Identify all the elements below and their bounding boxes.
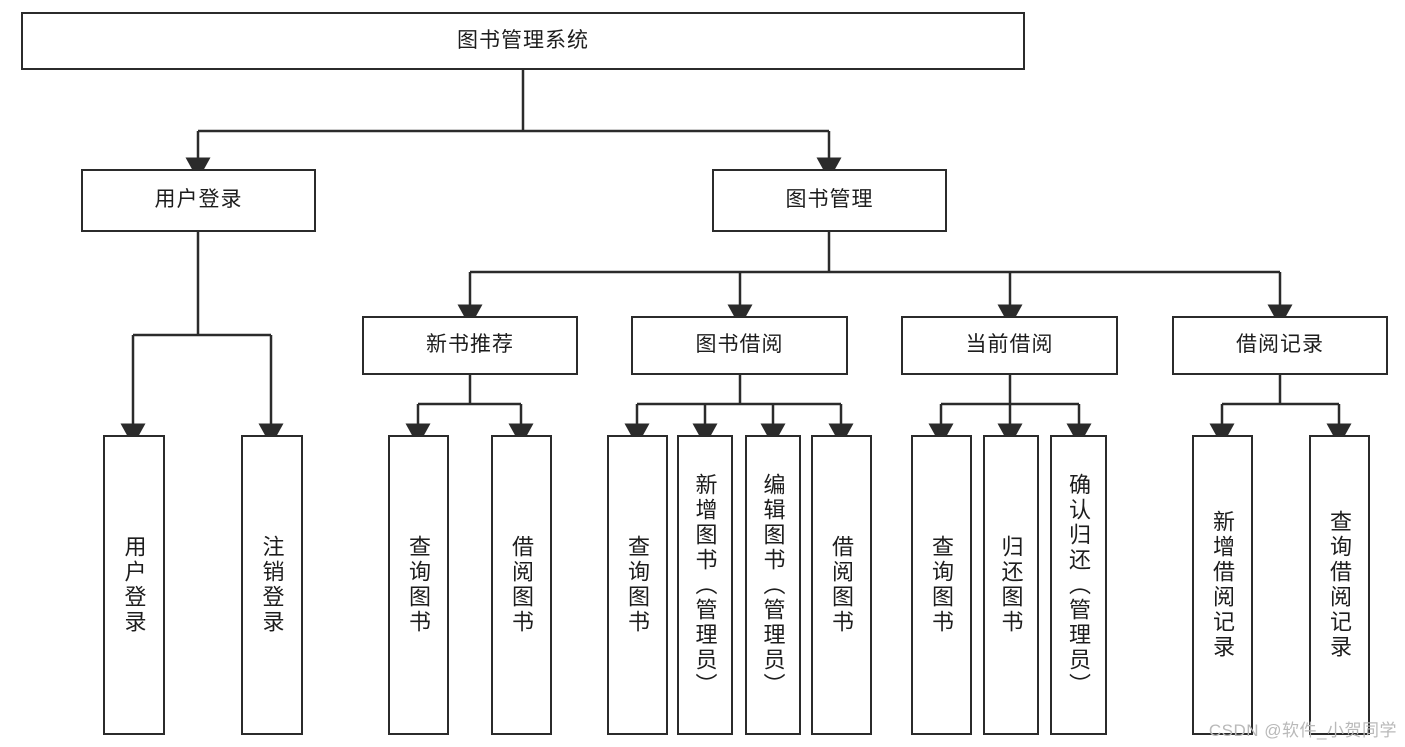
node-borrow-record-label: 借阅记录 — [1236, 333, 1324, 357]
node-book-borrow-label: 图书借阅 — [695, 333, 784, 357]
watermark-text: CSDN @软件_小贺同学 — [1208, 721, 1397, 740]
node-current-borrow-label: 当前借阅 — [965, 333, 1054, 357]
leaf-record-add-record[interactable]: 新增借阅记录 — [1192, 435, 1253, 735]
leaf-borrow-add-book-admin-label: 新增图书（管理员） — [692, 472, 718, 698]
node-borrow-record[interactable]: 借阅记录 — [1172, 316, 1388, 375]
leaf-recommend-borrow-book[interactable]: 借阅图书 — [491, 435, 552, 735]
leaf-borrow-edit-book-admin-label: 编辑图书（管理员） — [760, 472, 786, 698]
leaf-borrow-borrow-book-label: 借阅图书 — [829, 535, 854, 635]
leaf-current-query-book[interactable]: 查询图书 — [911, 435, 972, 735]
node-current-borrow[interactable]: 当前借阅 — [901, 316, 1118, 375]
leaf-recommend-borrow-book-label: 借阅图书 — [509, 535, 534, 635]
node-book-management-label: 图书管理 — [785, 188, 874, 212]
node-book-borrow[interactable]: 图书借阅 — [631, 316, 848, 375]
leaf-borrow-borrow-book[interactable]: 借阅图书 — [811, 435, 872, 735]
leaf-current-confirm-return-admin[interactable]: 确认归还（管理员） — [1050, 435, 1107, 735]
leaf-user-login-login-label: 用户登录 — [121, 535, 147, 635]
leaf-user-login-logout[interactable]: 注销登录 — [241, 435, 303, 735]
leaf-record-query-record-label: 查询借阅记录 — [1327, 510, 1352, 660]
node-book-management[interactable]: 图书管理 — [712, 169, 947, 232]
node-user-login[interactable]: 用户登录 — [81, 169, 316, 232]
node-new-book-recommend[interactable]: 新书推荐 — [362, 316, 578, 375]
leaf-borrow-add-book-admin[interactable]: 新增图书（管理员） — [677, 435, 733, 735]
leaf-record-add-record-label: 新增借阅记录 — [1210, 510, 1235, 660]
node-new-book-recommend-label: 新书推荐 — [426, 333, 514, 357]
leaf-current-return-book[interactable]: 归还图书 — [983, 435, 1039, 735]
leaf-user-login-logout-label: 注销登录 — [259, 535, 285, 635]
leaf-current-return-book-label: 归还图书 — [998, 535, 1024, 635]
node-user-login-label: 用户登录 — [154, 188, 243, 212]
node-root-system[interactable]: 图书管理系统 — [21, 12, 1025, 70]
leaf-recommend-query-book[interactable]: 查询图书 — [388, 435, 449, 735]
leaf-borrow-query-book-label: 查询图书 — [625, 535, 650, 635]
leaf-record-query-record[interactable]: 查询借阅记录 — [1309, 435, 1370, 735]
leaf-user-login-login[interactable]: 用户登录 — [103, 435, 165, 735]
leaf-borrow-edit-book-admin[interactable]: 编辑图书（管理员） — [745, 435, 801, 735]
leaf-current-confirm-return-admin-label: 确认归还（管理员） — [1066, 472, 1091, 698]
node-root-system-label: 图书管理系统 — [457, 28, 589, 52]
leaf-recommend-query-book-label: 查询图书 — [406, 535, 431, 635]
leaf-borrow-query-book[interactable]: 查询图书 — [607, 435, 668, 735]
leaf-current-query-book-label: 查询图书 — [929, 535, 954, 635]
